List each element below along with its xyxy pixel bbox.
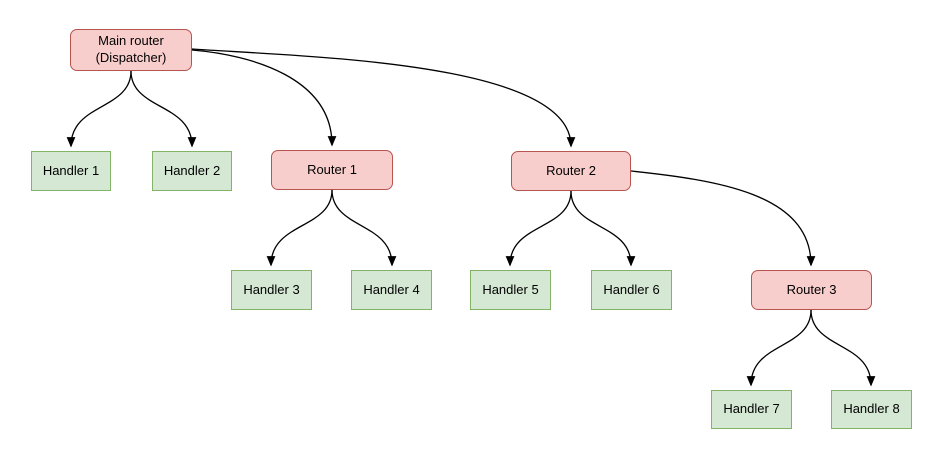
node-handler-6: Handler 6 xyxy=(591,270,672,310)
node-handler-2: Handler 2 xyxy=(152,151,232,191)
node-router-2: Router 2 xyxy=(511,151,631,191)
node-handler-5: Handler 5 xyxy=(470,270,551,310)
edge-main-to-router2 xyxy=(191,48,576,148)
node-handler-3: Handler 3 xyxy=(231,270,312,310)
edge-router2-to-router3 xyxy=(630,170,816,267)
edge-main-to-handler1 xyxy=(66,70,132,148)
edge-router2-to-handler6 xyxy=(570,190,636,267)
node-handler-7: Handler 7 xyxy=(711,390,792,429)
edge-router3-to-handler8 xyxy=(810,309,876,387)
node-handler-4: Handler 4 xyxy=(351,270,432,310)
edge-main-to-router1 xyxy=(191,49,337,147)
edge-router1-to-handler4 xyxy=(331,189,397,267)
node-router-1: Router 1 xyxy=(271,150,393,190)
node-router-3: Router 3 xyxy=(751,270,872,310)
edge-router3-to-handler7 xyxy=(746,309,812,387)
edge-router1-to-handler3 xyxy=(266,189,333,267)
edge-router2-to-handler5 xyxy=(505,190,572,267)
node-main-router: Main router (Dispatcher) xyxy=(70,29,192,71)
node-handler-8: Handler 8 xyxy=(831,390,912,429)
node-handler-1: Handler 1 xyxy=(31,151,111,191)
edge-main-to-handler2 xyxy=(130,70,197,148)
